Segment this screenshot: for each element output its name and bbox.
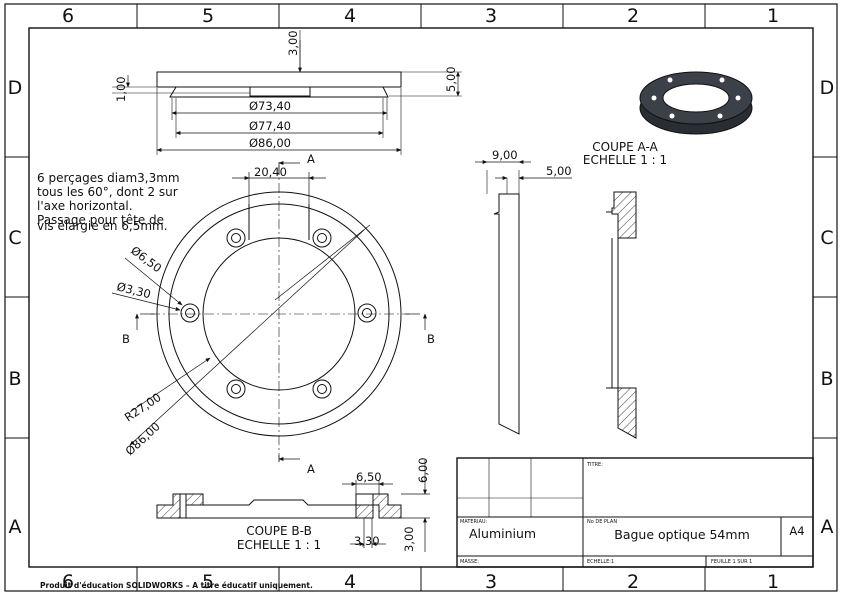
dim-left-thk: 1,00 (114, 76, 128, 102)
section-mark-b-left: B (122, 332, 130, 346)
front-view-dims (111, 161, 427, 462)
dim-slot-width: 20,40 (254, 165, 287, 179)
tb-noplan-label: No DE PLAN (587, 519, 617, 525)
dim-top-height: 3,00 (286, 30, 300, 56)
zone-row-c-right: C (820, 227, 833, 249)
note-line-5: vis élargie en 6,5mm. (37, 219, 168, 233)
dim-bb-h1: 6,00 (416, 457, 430, 483)
tb-titre-label: TITRE: (586, 462, 603, 468)
coupe-bb-scale: ECHELLE 1 : 1 (237, 538, 321, 552)
section-mark-a-bottom: A (307, 462, 315, 476)
zone-col-6-top: 6 (62, 5, 74, 27)
dim-right-thk: 5,00 (444, 66, 458, 92)
side-view-dim-lines (126, 40, 460, 152)
zone-ticks (5, 4, 837, 591)
section-mark-b-right: B (427, 332, 435, 346)
drilling-note: 6 perçages diam3,3mm tous les 60°, dont … (37, 171, 180, 233)
coupe-aa-title: COUPE A-A (592, 140, 658, 154)
section-bb-dims (342, 460, 430, 552)
dim-hole-d1: Ø6,50 (128, 243, 164, 275)
zone-row-d-left: D (8, 77, 23, 99)
tb-echelle-label: ECHELLE:1 (587, 559, 614, 565)
tb-feuille-label: FEUILLE 1 SUR 1 (711, 559, 752, 565)
note-line-2: tous les 60°, dont 2 sur (37, 185, 178, 199)
zone-col-1-bottom: 1 (767, 571, 779, 593)
dim-bb-h2: 3,00 (402, 526, 416, 552)
ring-3d-preview (639, 71, 753, 135)
zone-col-4-bottom: 4 (344, 571, 356, 593)
tb-format: A4 (789, 524, 804, 538)
zone-col-3-bottom: 3 (485, 571, 497, 593)
zone-col-6-bottom: 6 (62, 571, 74, 593)
section-mark-a-top: A (307, 152, 315, 166)
dim-bolt-diameter: Ø86,00 (122, 419, 162, 458)
section-aa-right (606, 191, 637, 439)
note-line-1: 6 perçages diam3,3mm (37, 171, 180, 185)
zone-row-d-right: D (820, 77, 835, 99)
dim-bb-counterbore: 6,50 (356, 470, 382, 484)
note-line-4: Passage pour tête de (37, 213, 164, 227)
tb-materiau-value: Aluminium (469, 526, 536, 541)
zone-col-5-bottom: 5 (202, 571, 214, 593)
section-aa-dims (475, 160, 572, 180)
tb-materiau-label: MATERIAU: (460, 519, 488, 525)
zone-col-3-top: 3 (485, 5, 497, 27)
zone-row-b-left: B (8, 368, 21, 390)
title-block (456, 457, 814, 568)
zone-col-2-top: 2 (627, 5, 639, 27)
dim-bb-hole: 3,30 (354, 534, 380, 548)
dim-d1: Ø73,40 (249, 99, 291, 113)
front-view (150, 165, 410, 462)
dim-sec-w1: 9,00 (492, 148, 518, 162)
dim-hole-d2: Ø3,30 (115, 279, 152, 301)
tb-title-value: Bague optique 54mm (614, 527, 750, 542)
tb-masse-label: MASSE: (460, 559, 479, 565)
coupe-bb-title: COUPE B-B (246, 524, 312, 538)
zone-row-a-left: A (9, 516, 22, 538)
zone-row-b-right: B (820, 368, 833, 390)
dim-radius: R27,00 (122, 390, 164, 424)
mounting-holes (180, 228, 377, 399)
section-aa-profile (486, 170, 520, 435)
note-line-3: l'axe horizontal. (37, 199, 133, 213)
zone-col-5-top: 5 (202, 5, 214, 27)
zone-col-4-top: 4 (344, 5, 356, 27)
zone-col-2-bottom: 2 (627, 571, 639, 593)
dim-d2: Ø77,40 (249, 119, 291, 133)
zone-row-a-right: A (821, 516, 834, 538)
coupe-aa-scale: ECHELLE 1 : 1 (583, 153, 667, 167)
zone-col-1-top: 1 (767, 5, 779, 27)
dim-sec-w2: 5,00 (546, 164, 572, 178)
section-bb (156, 493, 402, 519)
dim-d3: Ø86,00 (249, 136, 291, 150)
edu-footer: Produit d'éducation SOLIDWORKS – A titre… (40, 581, 313, 590)
zone-row-c-left: C (8, 227, 21, 249)
